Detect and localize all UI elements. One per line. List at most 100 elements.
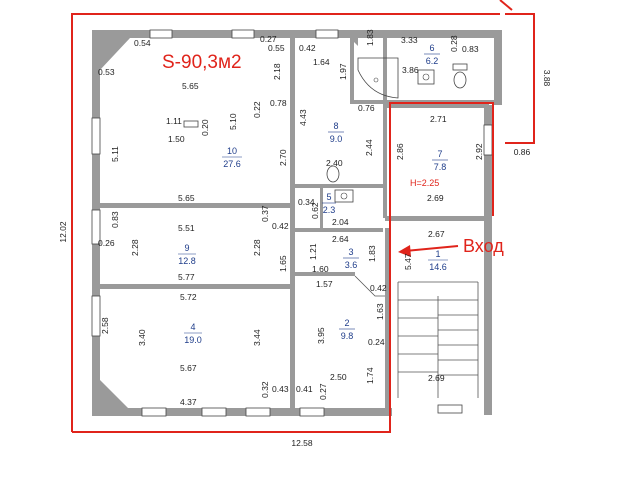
dim-label: 2.70	[278, 149, 288, 166]
dim-label: 0.28	[449, 35, 459, 52]
dim-label: 0.55	[268, 43, 285, 53]
dim-label: 0.32	[260, 381, 270, 398]
room-area: 9.8	[341, 331, 354, 341]
dim-label: 1.64	[313, 57, 330, 67]
room-area: 19.0	[184, 335, 202, 345]
sink-icon	[417, 69, 435, 85]
room-number: 4	[190, 322, 195, 332]
dim-label: 5.72	[180, 292, 197, 302]
height-note: H=2.25	[410, 178, 439, 188]
dim-left-total: 12.02	[58, 221, 68, 243]
dim-label: 2.50	[330, 372, 347, 382]
toilet-icon-room8	[326, 165, 340, 183]
dim-label: 1.60	[312, 264, 329, 274]
dim-label: 3.33	[401, 35, 418, 45]
vent-icon	[183, 120, 199, 128]
room-number: 5	[326, 192, 331, 202]
dim-label: 2.86	[395, 143, 405, 160]
interior-walls	[100, 38, 495, 408]
dim-label: 1.97	[338, 63, 348, 80]
room-number: 1	[435, 249, 440, 259]
entrance-label: Вход	[463, 236, 504, 256]
room-area: 27.6	[223, 159, 241, 169]
room-area: 12.8	[178, 256, 196, 266]
dim-label: 0.26	[98, 238, 115, 248]
room-area: 6.2	[426, 56, 439, 66]
room-number: 7	[437, 149, 442, 159]
dim-label: 5.51	[178, 223, 195, 233]
dim-label: 5.10	[228, 113, 238, 130]
room-area: 3.6	[345, 260, 358, 270]
dim-label: 2.69	[427, 193, 444, 203]
area-label: S-90,3м2	[162, 52, 242, 73]
dim-label: 0.83	[462, 44, 479, 54]
dim-label: 2.92	[474, 143, 484, 160]
dim-label: 2.18	[272, 63, 282, 80]
dim-label: 5.11	[110, 146, 120, 162]
dim-label: 1.21	[308, 243, 318, 260]
dim-label: 2.67	[428, 229, 445, 239]
room-number: 9	[184, 243, 189, 253]
dim-label: 0.76	[358, 103, 375, 113]
dim-label: 1.11	[166, 116, 182, 126]
entrance-arrow	[398, 245, 459, 257]
dim-label: 5.47	[403, 253, 413, 270]
dim-bottom-total: 12.58	[291, 438, 313, 448]
premises-outline	[71, 0, 535, 433]
dim-label: 5.67	[180, 363, 197, 373]
dim-label: 0.83	[110, 211, 120, 228]
staircase	[397, 281, 479, 398]
dim-label: 5.65	[178, 193, 195, 203]
dim-label: 0.24	[368, 337, 385, 347]
dim-label: 3.44	[252, 329, 262, 346]
sink-icon-room5	[334, 189, 354, 203]
dim-label: 0.27	[260, 34, 277, 44]
dim-label: 5.77	[178, 272, 195, 282]
dim-label: 0.78	[270, 98, 287, 108]
dim-label: 0.41	[296, 384, 313, 394]
dim-label: 3.95	[316, 327, 326, 344]
dim-label: 3.86	[402, 65, 419, 75]
dim-label: 0.37	[260, 205, 270, 222]
dim-label: 0.53	[98, 67, 115, 77]
dim-label: 1.50	[168, 134, 185, 144]
room-area: 9.0	[330, 134, 343, 144]
room-number: 10	[227, 146, 237, 156]
dim-label: 0.42	[370, 283, 387, 293]
room-number: 6	[429, 43, 434, 53]
dim-label: 2.64	[332, 234, 349, 244]
dim-label: 0.42	[272, 221, 289, 231]
dim-label: 2.40	[326, 158, 343, 168]
dim-label: 5.65	[182, 81, 199, 91]
dim-label: 2.04	[332, 217, 349, 227]
dim-label: 0.34	[298, 197, 315, 207]
dim-label: 0.62	[310, 202, 320, 219]
dim-label: 2.69	[428, 373, 445, 383]
dim-label: 1.63	[375, 303, 385, 320]
chamfer-top-left	[100, 38, 130, 70]
dim-label: 1.65	[278, 255, 288, 272]
dim-label: 2.58	[100, 317, 110, 334]
room-number: 3	[348, 247, 353, 257]
dim-label: 1.57	[316, 279, 333, 289]
room-area: 14.6	[429, 262, 447, 272]
dim-label: 1.83	[367, 245, 377, 262]
dim-label: 3.40	[137, 329, 147, 346]
dim-label: 2.28	[252, 239, 262, 256]
dim-right-top: 3.88	[542, 70, 552, 87]
dim-label: 0.20	[200, 119, 210, 136]
corridor-angle-wall	[354, 275, 385, 297]
dim-label: 0.42	[299, 43, 316, 53]
chamfer-bottom-left	[100, 380, 128, 408]
dim-label: 2.44	[364, 139, 374, 156]
dim-label: 4.43	[298, 109, 308, 126]
windows	[91, 29, 493, 417]
bathtub-icon	[357, 57, 399, 99]
dim-label: 2.28	[130, 239, 140, 256]
dim-label: 0.43	[272, 384, 289, 394]
dim-label: 1.83	[365, 29, 375, 46]
room-area: 7.8	[434, 162, 447, 172]
dim-label: 0.27	[318, 383, 328, 400]
room-number: 8	[333, 121, 338, 131]
